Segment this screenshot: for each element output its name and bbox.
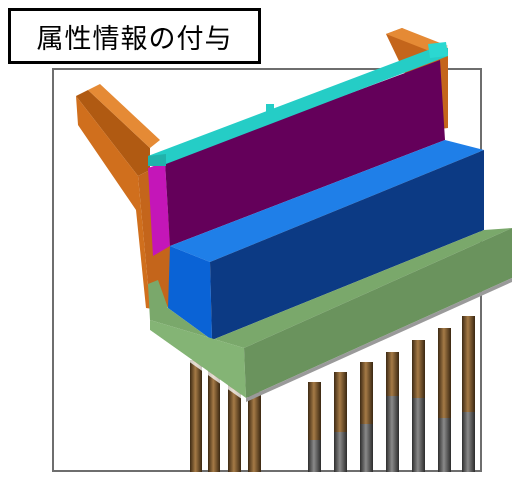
pile bbox=[190, 360, 202, 472]
footing bbox=[148, 228, 512, 402]
pile bbox=[248, 392, 261, 472]
title-text: 属性情報の付与 bbox=[36, 23, 233, 55]
pile bbox=[360, 362, 373, 472]
parapet-wall bbox=[148, 60, 445, 256]
pile bbox=[386, 352, 399, 472]
coping bbox=[148, 42, 448, 166]
pile bbox=[334, 372, 347, 472]
pile bbox=[462, 316, 475, 472]
title-label-box: 属性情報の付与 bbox=[8, 8, 261, 64]
pile bbox=[412, 340, 425, 472]
piles-group bbox=[190, 316, 475, 472]
pile bbox=[308, 382, 321, 472]
pile bbox=[228, 378, 241, 472]
pile bbox=[438, 328, 451, 472]
pile bbox=[208, 368, 220, 472]
bridge-seat-beam bbox=[168, 140, 484, 340]
